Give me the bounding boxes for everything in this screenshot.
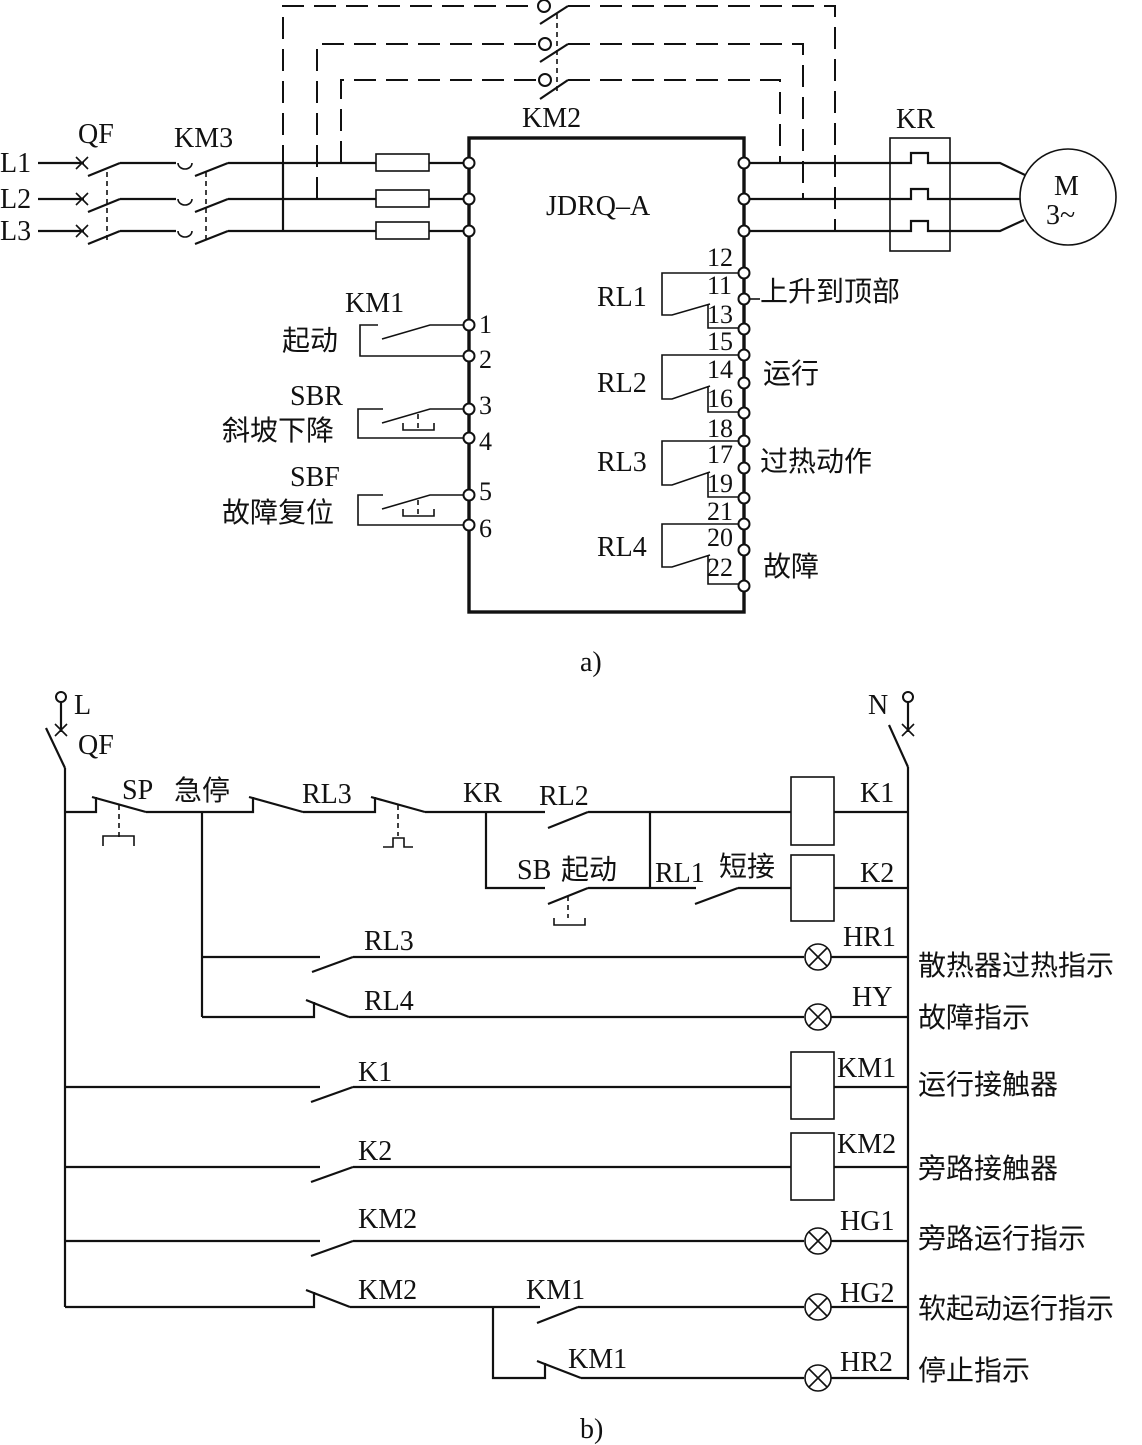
terminal-12: 12: [707, 243, 733, 272]
terminal-4: 4: [479, 427, 492, 456]
rung-hg2-hr2: [65, 1288, 908, 1392]
desc-fault: 故障指示: [918, 1001, 1030, 1034]
contact-km1-nc-label: KM1: [568, 1344, 627, 1375]
relay-rl2-label: RL2: [597, 368, 647, 399]
coil-k1-label: K1: [860, 778, 894, 809]
terminal-19: 19: [707, 469, 733, 498]
phase-label-l3: L3: [0, 216, 31, 247]
input-sbr-desc: 斜坡下降: [222, 414, 334, 447]
relay-rl1-label: RL1: [597, 282, 647, 313]
contact-rl3-label: RL3: [364, 926, 414, 957]
terminal-14: 14: [707, 355, 733, 384]
neutral-label-n: N: [868, 690, 888, 721]
caption-a: a): [580, 647, 602, 678]
output-wiring: [750, 137, 1117, 252]
relay-rl2-desc: 运行: [763, 357, 819, 390]
sb-desc: 起动: [561, 853, 617, 886]
bypass-label-km2: KM2: [522, 103, 581, 134]
terminal-21: 21: [707, 497, 733, 526]
motor-label: M: [1054, 171, 1079, 202]
soft-starter-model: JDRQ–A: [546, 191, 651, 222]
desc-softstart-run: 软起动运行指示: [918, 1292, 1114, 1325]
kr-label-b: KR: [463, 778, 502, 809]
input-sbf-label: SBF: [290, 462, 340, 493]
terminal-22: 22: [707, 553, 733, 582]
top-rung: [65, 776, 908, 1017]
relay-rl3-label: RL3: [597, 447, 647, 478]
contact-k2-label: K2: [358, 1136, 392, 1167]
breaker-label-qf-b: QF: [78, 730, 114, 761]
sp-label: SP: [122, 775, 153, 806]
contact-km1-no-label: KM1: [526, 1275, 585, 1306]
terminal-11: 11: [707, 271, 732, 300]
lamp-hg1-label: HG1: [840, 1206, 894, 1237]
soft-starter-box: [467, 136, 746, 614]
rl1-desc-b: 短接: [719, 850, 775, 883]
sp-desc: 急停: [174, 774, 230, 807]
input-sbr-label: SBR: [290, 381, 343, 412]
lamp-hr1-label: HR1: [843, 922, 896, 953]
desc-run-contactor: 运行接触器: [918, 1068, 1058, 1101]
phase-label-l2: L2: [0, 184, 31, 215]
lamp-hr2-label: HR2: [840, 1347, 893, 1378]
rl2-label-b: RL2: [539, 781, 589, 812]
terminal-18: 18: [707, 414, 733, 443]
contactor-km3-symbol: [177, 161, 376, 246]
terminal-15: 15: [707, 327, 733, 356]
desc-stop: 停止指示: [918, 1354, 1030, 1387]
rung-hr1: [202, 943, 908, 974]
rl3-top-label: RL3: [302, 779, 352, 810]
rung-hy: [202, 998, 908, 1031]
terminal-17: 17: [707, 440, 733, 469]
figure-a: L1 L2 L3 QF KM3: [0, 0, 1117, 678]
input-terminals: [357, 318, 476, 532]
input-km1-label: KM1: [345, 288, 404, 319]
contact-rl4-label: RL4: [364, 986, 414, 1017]
desc-bypass-contactor: 旁路接触器: [918, 1152, 1058, 1185]
terminal-3: 3: [479, 391, 492, 420]
desc-heatsink-overheat: 散热器过热指示: [918, 949, 1114, 982]
contact-km2-nc-label: KM2: [358, 1275, 417, 1306]
relay-rl3-desc: 过热动作: [760, 445, 872, 478]
terminal-6: 6: [479, 514, 492, 543]
contact-km2-no-label: KM2: [358, 1204, 417, 1235]
lamp-hy-label: HY: [852, 982, 892, 1013]
terminal-13: 13: [707, 300, 733, 329]
sb-label: SB: [517, 855, 551, 886]
terminal-5: 5: [479, 477, 492, 506]
overload-relay-label-kr: KR: [896, 104, 935, 135]
relay-rl1-desc: 上升到顶部: [760, 275, 900, 308]
coil-km2-label: KM2: [837, 1129, 896, 1160]
input-km1-desc: 起动: [282, 324, 338, 357]
bypass-km2-dashed: [282, 0, 836, 231]
coil-k2-label: K2: [860, 858, 894, 889]
terminal-20: 20: [707, 523, 733, 552]
relay-rl4-desc: 故障: [763, 550, 819, 583]
input-sbf-desc: 故障复位: [222, 496, 334, 529]
relay-outputs: [661, 266, 751, 593]
lamp-hg2-label: HG2: [840, 1278, 894, 1309]
breaker-qf-symbol: [38, 156, 176, 246]
fuses: [375, 153, 463, 240]
coil-km1-label: KM1: [837, 1053, 896, 1084]
motor-phase-label: 3~: [1046, 200, 1075, 231]
rl1-label-b: RL1: [655, 858, 705, 889]
phase-label-l1: L1: [0, 148, 31, 179]
contact-k1-label: K1: [358, 1057, 392, 1088]
rung-km2: [65, 1132, 908, 1201]
desc-bypass-run: 旁路运行指示: [918, 1222, 1086, 1255]
caption-b: b): [580, 1414, 603, 1445]
rung-hg1: [65, 1227, 908, 1258]
figure-b: L QF N: [45, 690, 1114, 1445]
relay-rl4-label: RL4: [597, 532, 647, 563]
rung-km1: [65, 1051, 908, 1120]
terminal-16: 16: [707, 384, 733, 413]
line-label-l: L: [74, 690, 91, 721]
contactor-label-km3: KM3: [174, 123, 233, 154]
terminal-1: 1: [479, 310, 492, 339]
breaker-label-qf: QF: [78, 119, 114, 150]
terminal-2: 2: [479, 345, 492, 374]
